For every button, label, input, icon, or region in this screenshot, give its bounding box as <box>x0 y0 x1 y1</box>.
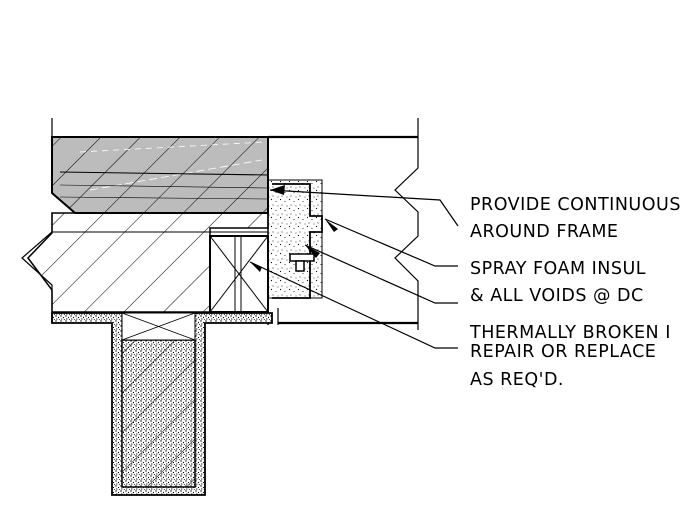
leader-arrowheads <box>250 185 338 272</box>
callout-2: SPRAY FOAM INSUL & ALL VOIDS @ DC <box>470 259 646 306</box>
callout-4-line-2: AS REQ'D. <box>470 370 564 390</box>
callout-1: PROVIDE CONTINUOUS AROUND FRAME <box>470 195 681 242</box>
spray-foam-insulation <box>267 179 323 299</box>
window-opening <box>267 118 419 330</box>
window-frame-profile <box>272 183 323 299</box>
callout-2-line-1: SPRAY FOAM INSUL <box>470 259 646 279</box>
stone-sill <box>51 136 269 214</box>
callout-4-line-1: REPAIR OR REPLACE <box>470 342 656 362</box>
callout-1-line-1: PROVIDE CONTINUOUS <box>470 195 681 215</box>
callout-3-line-1: THERMALLY BROKEN I <box>469 323 671 343</box>
lintel-section <box>51 312 273 496</box>
callout-1-line-2: AROUND FRAME <box>470 222 619 242</box>
callout-4: REPAIR OR REPLACE AS REQ'D. <box>470 342 656 390</box>
callout-2-line-2: & ALL VOIDS @ DC <box>470 286 644 306</box>
wood-blocking <box>209 235 269 313</box>
callout-3: THERMALLY BROKEN I <box>469 323 671 343</box>
leader-lines <box>249 189 459 349</box>
